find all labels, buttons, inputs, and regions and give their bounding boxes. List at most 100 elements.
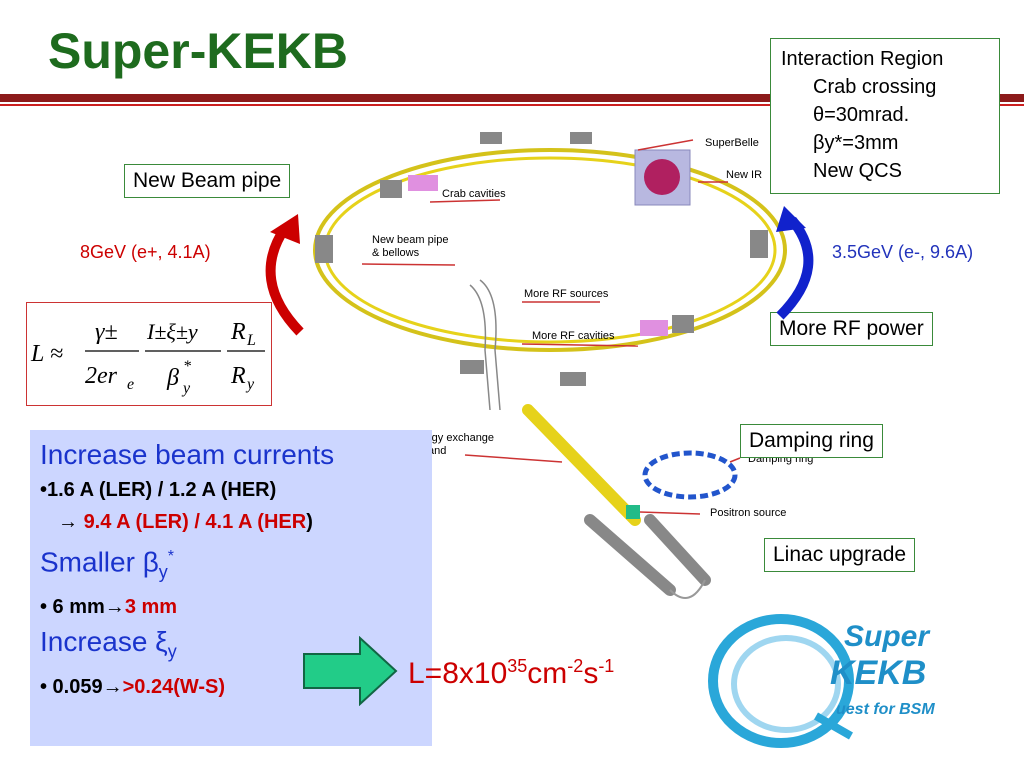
formula-f1-den-sub: e	[127, 376, 134, 393]
interaction-region-box: Interaction Region Crab crossing θ=30mra…	[770, 38, 1000, 194]
energy-her: 3.5GeV (e-, 9.6A)	[832, 242, 974, 262]
label-new-ir: New IR	[726, 169, 762, 181]
lum-exp2: -2	[567, 656, 584, 676]
red-arrow-body	[265, 225, 304, 336]
result-arrow-shape	[303, 636, 398, 706]
panel-beta-values: • 6 mm→3 mm	[40, 591, 422, 623]
target-luminosity: L=8x1035cm-2s-1	[408, 656, 614, 691]
formula-f2-num: I±ξ±y	[146, 319, 198, 344]
panel-current-close: )	[306, 511, 313, 533]
magnet	[672, 315, 694, 333]
energy-ler: 8GeV (e+, 4.1A)	[80, 242, 211, 262]
label-rf-sources: More RF sources	[524, 288, 609, 300]
panel-current-new: → 9.4 A (LER) / 4.1 A (HER)	[40, 506, 422, 538]
label-rf-cavities: More RF cavities	[532, 330, 615, 342]
panel-xi-sub: y	[167, 641, 177, 662]
ir-line-beta: βy*=3mm	[813, 132, 899, 154]
transport-line-2	[469, 284, 491, 411]
blue-arrow-head	[776, 206, 806, 232]
label-superbelle: SuperBelle	[705, 137, 759, 149]
result-arrow	[303, 636, 398, 706]
linac-gun-1	[584, 514, 676, 596]
arrow-damping-ring	[729, 457, 741, 463]
accelerator-diagram: SuperBelle New IR Crab cavities New beam…	[313, 132, 813, 599]
blue-arrow-body	[776, 216, 814, 320]
formula-f1-num: γ±	[95, 319, 118, 345]
panel-current-old: •1.6 A (LER) / 1.2 A (HER)	[40, 479, 277, 501]
panel-beta-sub: y	[158, 561, 168, 582]
logo-kekb: KEKB	[830, 654, 926, 692]
panel-current-arrow: →	[58, 511, 84, 533]
magnet	[750, 230, 768, 258]
arrow-energy-exchange	[464, 454, 563, 463]
linac	[522, 404, 641, 526]
lum-unit2: s	[583, 657, 599, 690]
label-beam-pipe-1: New beam pipe	[372, 234, 448, 246]
logo-tagline: uest for BSM	[836, 701, 935, 718]
callout-damping-ring: Damping ring	[740, 424, 883, 458]
logo-q-ring-inner	[731, 635, 841, 733]
label-positron-source: Positron source	[710, 507, 786, 519]
panel-beta-sup: *	[167, 548, 175, 565]
arrow-crab-cavities	[429, 199, 501, 203]
callout-linac-upgrade: Linac upgrade	[764, 538, 916, 572]
callout-more-rf-power: More RF power	[770, 312, 933, 346]
formula-f1-den: 2er	[85, 363, 118, 389]
logo-super: Super	[844, 620, 931, 653]
arrow-beam-pipe	[361, 263, 456, 266]
magnet	[315, 235, 333, 263]
arrow-superbelle	[637, 139, 694, 151]
damping-ring	[642, 450, 738, 500]
arrow-rf-cavities	[521, 343, 639, 347]
panel-heading-currents: Increase beam currents	[40, 439, 335, 470]
ir-line-theta: θ=30mrad.	[813, 104, 910, 126]
blue-beam-arrow	[776, 206, 814, 320]
header-divider-thin	[0, 104, 1024, 106]
magnet	[380, 180, 402, 198]
lum-unit1: cm	[527, 657, 568, 690]
label-crab-cavities: Crab cavities	[442, 188, 506, 200]
superkekb-logo: Super KEKB uest for BSM	[708, 614, 935, 748]
detector-core	[644, 159, 680, 195]
ir-line-crab: Crab crossing	[813, 76, 937, 98]
panel-xi-new: >0.24(W-S)	[122, 675, 226, 698]
linac-gun-2	[644, 514, 711, 586]
panel-heading-beta: Smaller βy*	[40, 538, 422, 591]
magnet	[480, 132, 502, 144]
formula-f3-num-sub: L	[246, 332, 256, 349]
transport-line	[479, 279, 501, 411]
logo-q-ring-outer	[708, 614, 854, 748]
panel-current-new-value: 9.4 A (LER) / 4.1 A (HER	[83, 511, 307, 533]
rf-cavity	[640, 320, 668, 336]
logo-q-tail	[814, 712, 853, 740]
formula-f3-den-sub: y	[245, 376, 255, 393]
linac-loop	[669, 579, 706, 599]
callout-new-beam-pipe: New Beam pipe	[124, 164, 291, 198]
red-arrow-head	[270, 214, 300, 244]
formula-f2-den: β	[166, 365, 179, 391]
formula-f3-num: R	[230, 319, 246, 345]
lum-base: L=8x10	[408, 657, 508, 690]
formula-lhs: L ≈	[30, 341, 63, 367]
label-energy-exchange-2: and	[428, 445, 446, 457]
formula-f2-den-sup: *	[183, 358, 191, 375]
luminosity-formula: L ≈ γ± 2er e I±ξ±y β * y R L R y	[26, 302, 272, 406]
crab-cavity	[408, 175, 438, 191]
header-divider	[0, 94, 1024, 102]
formula-svg: L ≈ γ± 2er e I±ξ±y β * y R L R y	[30, 319, 265, 397]
magnet	[560, 372, 586, 386]
ir-line-qcs: New QCS	[813, 160, 902, 182]
lum-exp3: -1	[598, 656, 615, 676]
panel-beta-old: • 6 mm→	[40, 595, 125, 618]
panel-heading-xi: Increase ξy	[40, 623, 422, 671]
ir-heading: Interaction Region	[781, 48, 944, 70]
panel-xi-old: • 0.059→	[40, 675, 123, 698]
panel-xi-text: Increase ξ	[40, 625, 168, 657]
lum-exp1: 35	[507, 656, 528, 676]
positron-target	[626, 505, 640, 519]
formula-f3-den: R	[230, 363, 246, 389]
page-title: Super-KEKB	[48, 23, 349, 79]
label-beam-pipe-2: & bellows	[372, 247, 420, 259]
magnet	[460, 360, 484, 374]
formula-f2-den-sub: y	[181, 380, 191, 397]
